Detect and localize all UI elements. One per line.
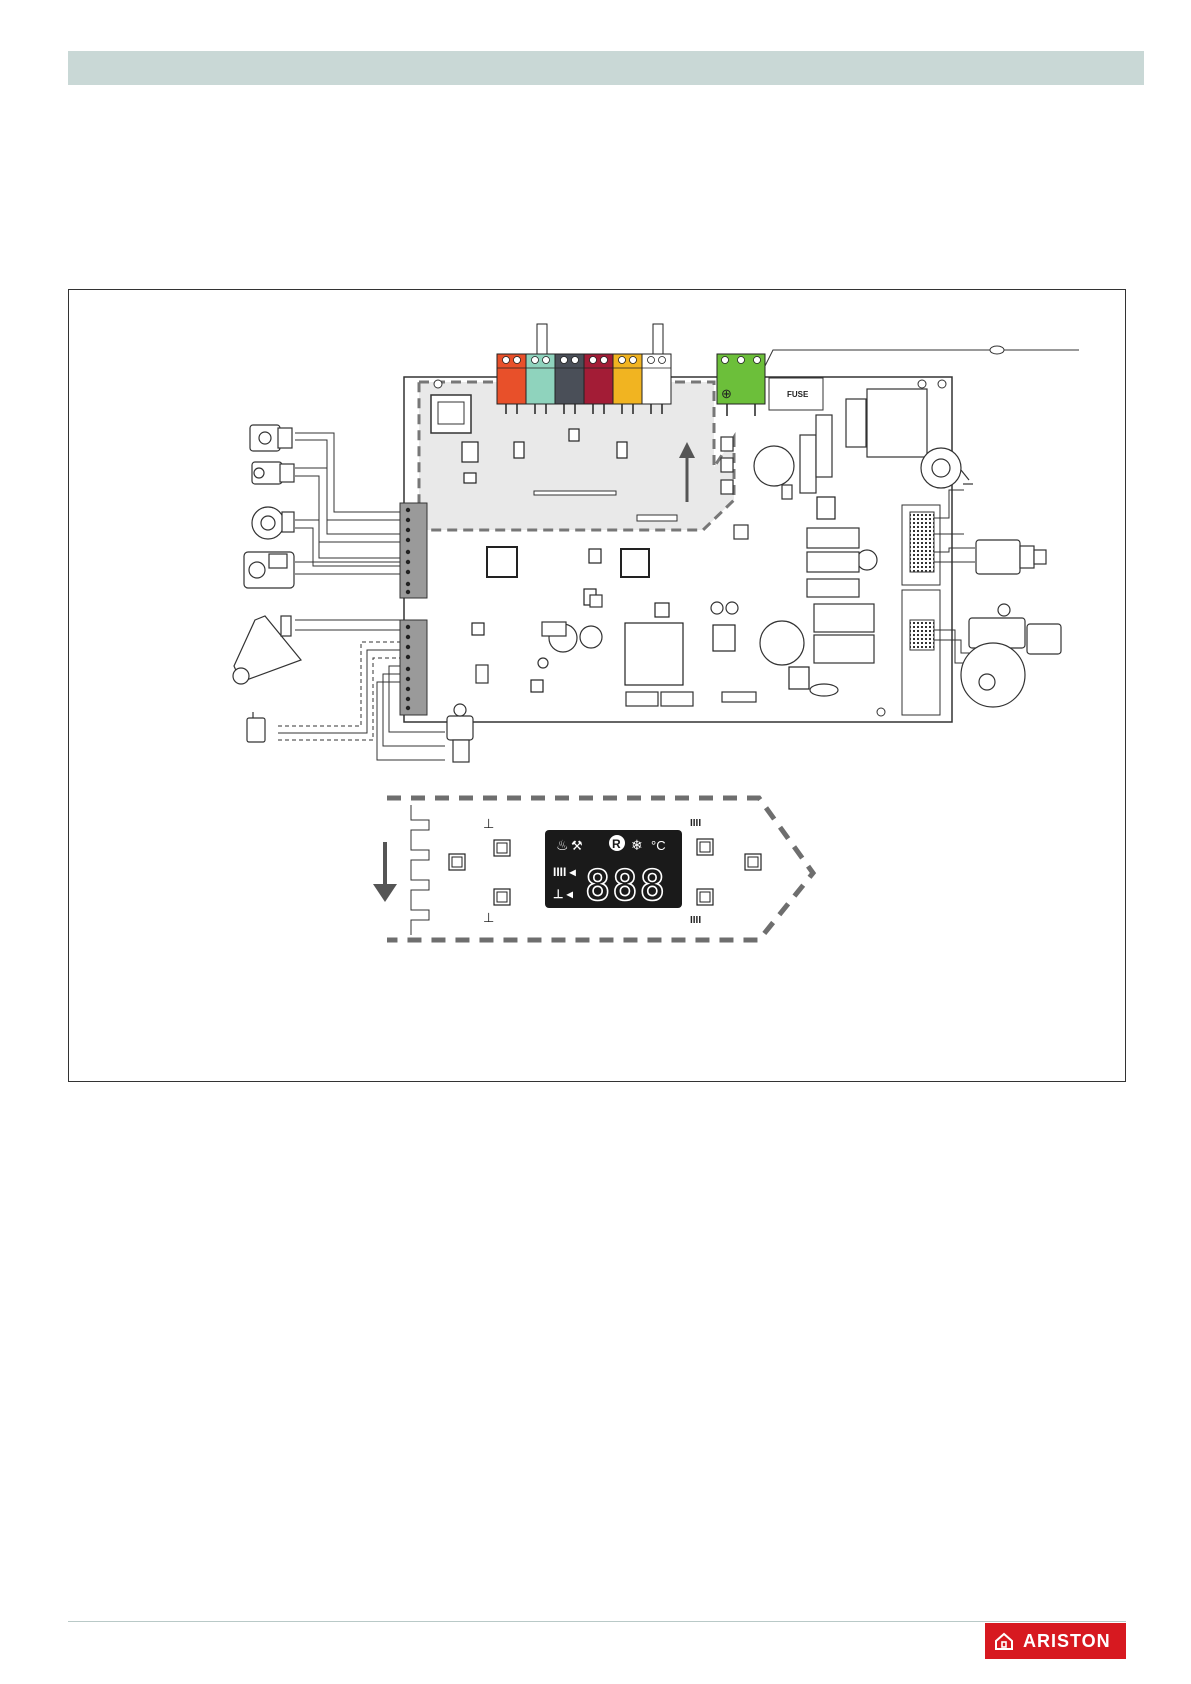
tap-icon: ⊥ (483, 816, 494, 831)
terminal-yellow (613, 354, 642, 404)
footer-line (68, 1621, 1126, 1622)
svg-text:⊕: ⊕ (721, 386, 732, 401)
tap-icon-lower: ⊥ (483, 910, 494, 925)
button-dhw-up (494, 840, 510, 856)
fuse: FUSE (769, 378, 823, 410)
pump-icon (961, 604, 1061, 707)
terminal-block (497, 324, 671, 414)
button-dhw-down (494, 889, 510, 905)
fan-icon (250, 425, 292, 451)
right-connectors (902, 505, 940, 715)
valve-block-icon (244, 552, 294, 588)
heating-indicator: IIII ◂ (553, 865, 577, 879)
house-icon (993, 1630, 1015, 1652)
terminal-white (642, 354, 671, 404)
digit-readout: 888 (585, 861, 667, 910)
ignition-electrode-icon (233, 616, 301, 684)
button-mode (449, 854, 465, 870)
header-band (68, 51, 1144, 85)
flame-icon: ♨ (556, 837, 569, 853)
gas-valve-icon (252, 462, 294, 484)
terminal-orange (497, 354, 526, 404)
display-detail: ⊥ ⊥ IIII IIII ♨ ⚒ R ❄ °C IIII ◂ ⊥ ◂ 888 (373, 798, 813, 940)
terminal-slate (555, 354, 584, 404)
button-reset (745, 854, 761, 870)
fuse-label: FUSE (787, 390, 809, 399)
reset-symbol: R (612, 837, 621, 851)
air-pressure-switch-icon (921, 448, 973, 488)
button-heat-up (697, 839, 713, 855)
ntc-probe (765, 346, 1079, 366)
terminal-mint (526, 354, 555, 404)
wiring-diagram: ⊕ FUSE (69, 290, 1125, 1081)
dhw-indicator: ⊥ ◂ (553, 887, 574, 901)
snowflake-icon: ❄ (631, 837, 643, 853)
button-heat-down (697, 889, 713, 905)
down-arrow (373, 842, 397, 902)
wiring-diagram-frame: ⊕ FUSE (68, 289, 1126, 1082)
terminal-crimson (584, 354, 613, 404)
flow-sensor-icon (247, 712, 265, 742)
radiator-icon: IIII (690, 818, 701, 829)
brand-name: ARISTON (1023, 1631, 1111, 1652)
brand-logo: ARISTON (985, 1623, 1126, 1659)
radiator-icon-lower: IIII (690, 915, 701, 926)
pressure-switch-icon (252, 507, 294, 539)
temp-unit: °C (651, 838, 666, 853)
wrench-icon: ⚒ (571, 838, 583, 853)
gas-valve-right-icon (976, 540, 1046, 574)
lcd-screen: ♨ ⚒ R ❄ °C IIII ◂ ⊥ ◂ 888 (545, 830, 682, 910)
